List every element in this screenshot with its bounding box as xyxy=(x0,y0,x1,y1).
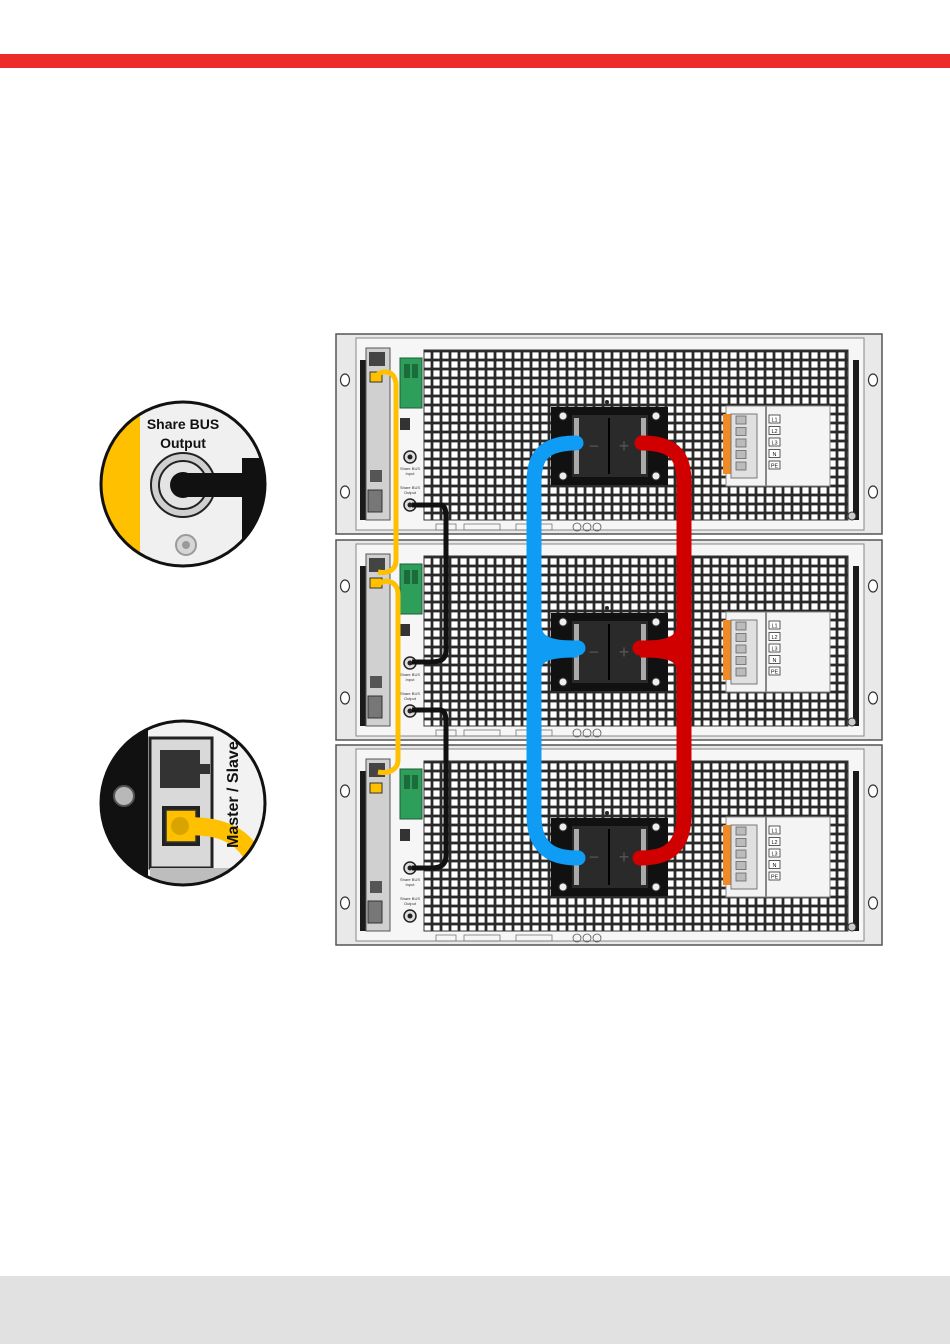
ac-terminal-label: L2 xyxy=(771,429,777,435)
share-bus-output-sublabel: Output xyxy=(404,696,417,701)
master-slave-callout: Master / Slave xyxy=(100,720,270,890)
dc-plus-label: + xyxy=(619,436,630,456)
dc-minus-label: − xyxy=(589,847,600,867)
share-bus-input-sublabel: Input xyxy=(406,677,416,682)
share-bus-callout-label: Share BUS xyxy=(147,416,219,432)
share-bus-output-sublabel: Output xyxy=(404,901,417,906)
dc-plus-label: + xyxy=(619,642,630,662)
share-bus-output-sublabel: Output xyxy=(404,490,417,495)
ac-terminal-label: N xyxy=(773,658,777,664)
ac-terminal-label: L1 xyxy=(771,418,777,424)
ac-terminal-label: N xyxy=(773,452,777,458)
ac-terminal-label: L3 xyxy=(771,852,777,858)
ac-terminal-label: PE xyxy=(771,670,779,676)
dc-plus-label: + xyxy=(619,847,630,867)
dc-minus-label: − xyxy=(589,642,600,662)
ac-terminal-label: L2 xyxy=(771,635,777,641)
ac-terminal-label: L3 xyxy=(771,441,777,447)
ac-terminal-label: N xyxy=(773,863,777,869)
dc-minus-label: − xyxy=(589,436,600,456)
ac-terminal-label: L2 xyxy=(771,840,777,846)
ac-terminal-label: L1 xyxy=(771,829,777,835)
share-bus-callout-sublabel: Output xyxy=(160,435,206,451)
master-slave-callout-label: Master / Slave xyxy=(225,741,242,848)
share-bus-input-sublabel: Input xyxy=(406,471,416,476)
ac-terminal-label: L1 xyxy=(771,624,777,630)
ac-terminal-label: L3 xyxy=(771,647,777,653)
share-bus-input-sublabel: Input xyxy=(406,882,416,887)
share-bus-callout: Share BUS Output xyxy=(100,400,272,570)
ac-terminal-label: PE xyxy=(771,875,779,881)
ac-terminal-label: PE xyxy=(771,464,779,470)
